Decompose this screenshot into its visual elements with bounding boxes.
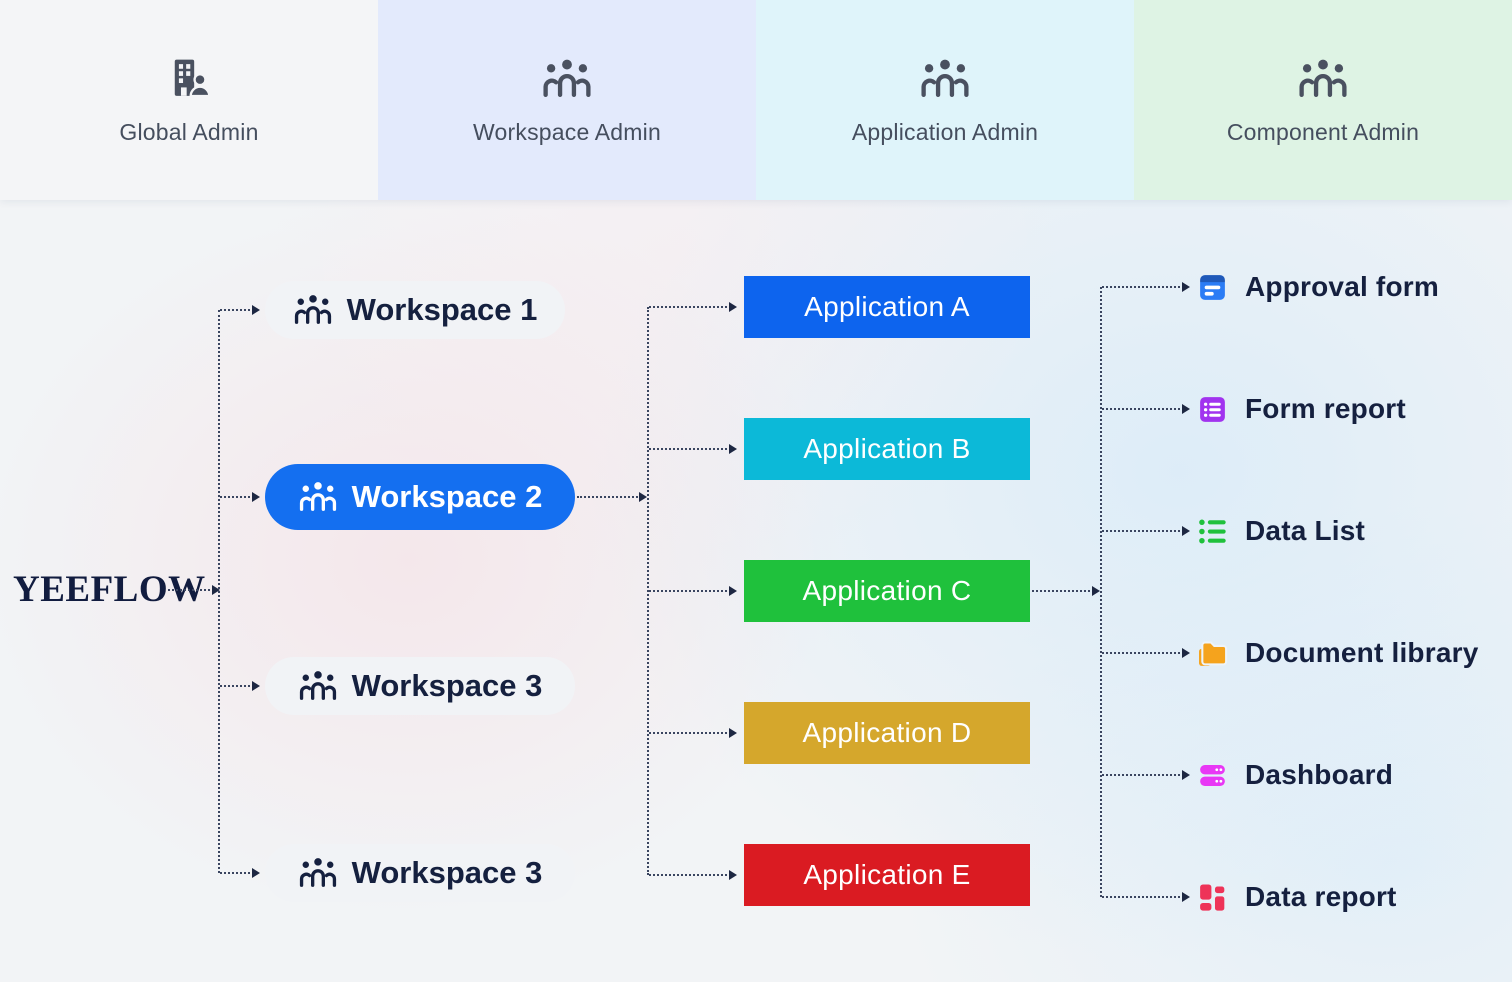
dashboard-icon xyxy=(1196,759,1229,792)
people-group-icon xyxy=(298,480,338,514)
component-row-form-report[interactable]: Form report xyxy=(1196,389,1406,429)
workspace-label: Workspace 1 xyxy=(346,292,538,327)
application-label: Application C xyxy=(802,575,972,606)
document-library-icon xyxy=(1196,637,1229,670)
connector-to-application-d xyxy=(649,728,737,738)
connector-to-application-a xyxy=(649,302,737,312)
connector-to-document-library xyxy=(1102,648,1190,658)
connector-workspaces-trunk xyxy=(218,310,220,873)
application-label: Application D xyxy=(802,717,972,748)
component-row-data-report[interactable]: Data report xyxy=(1196,877,1397,917)
role-card-component-admin[interactable]: Component Admin xyxy=(1134,0,1512,200)
form-report-icon xyxy=(1196,393,1229,426)
role-card-application-admin[interactable]: Application Admin xyxy=(756,0,1134,200)
component-row-data-list[interactable]: Data List xyxy=(1196,511,1365,551)
connector-to-workspace-3b xyxy=(220,868,260,878)
connector-to-data-report xyxy=(1102,892,1190,902)
role-card-workspace-admin[interactable]: Workspace Admin xyxy=(378,0,756,200)
component-label: Form report xyxy=(1245,393,1406,424)
connector-to-form-report xyxy=(1102,404,1190,414)
role-label: Application Admin xyxy=(851,118,1039,145)
connector-apps-trunk xyxy=(647,307,649,875)
connector-to-workspace-3 xyxy=(220,681,260,691)
connector-to-application-b xyxy=(649,444,737,454)
role-label: Workspace Admin xyxy=(473,118,661,145)
data-list-icon xyxy=(1196,515,1229,548)
role-card-global-admin[interactable]: Global Admin xyxy=(0,0,378,200)
role-label: Component Admin xyxy=(1226,118,1420,145)
component-row-document-library[interactable]: Document library xyxy=(1196,633,1478,673)
workspace-node-3[interactable]: Workspace 3 xyxy=(265,657,575,715)
connector-brand-to-workspaces xyxy=(168,585,220,595)
application-node-a[interactable]: Application A xyxy=(744,276,1030,338)
component-label: Data List xyxy=(1245,515,1366,546)
application-label: Application A xyxy=(804,291,970,322)
people-group-icon xyxy=(541,55,593,103)
application-node-c[interactable]: Application C xyxy=(744,560,1030,622)
workspace-label: Workspace 3 xyxy=(351,668,543,703)
component-label: Approval form xyxy=(1245,271,1439,302)
connector-to-workspace-2 xyxy=(220,492,260,502)
workspace-node-2-active[interactable]: Workspace 2 xyxy=(265,464,575,530)
people-group-icon xyxy=(298,856,338,890)
workspace-node-1[interactable]: Workspace 1 xyxy=(265,281,565,339)
connector-to-dashboard xyxy=(1102,770,1190,780)
building-user-icon xyxy=(163,55,215,103)
people-group-icon xyxy=(293,293,333,327)
application-node-d[interactable]: Application D xyxy=(744,702,1030,764)
component-label: Document library xyxy=(1245,637,1479,668)
connector-applicationc-to-components xyxy=(1032,586,1100,596)
application-node-b[interactable]: Application B xyxy=(744,418,1030,480)
connector-to-application-c xyxy=(649,586,737,596)
workspace-node-3b[interactable]: Workspace 3 xyxy=(265,844,575,902)
connector-to-approval-form xyxy=(1102,282,1190,292)
people-group-icon xyxy=(1297,55,1349,103)
approval-form-icon xyxy=(1196,271,1229,304)
people-group-icon xyxy=(298,669,338,703)
application-node-e[interactable]: Application E xyxy=(744,844,1030,906)
connector-to-data-list xyxy=(1102,526,1190,536)
application-label: Application E xyxy=(803,859,971,890)
component-row-approval-form[interactable]: Approval form xyxy=(1196,267,1439,307)
connector-to-application-e xyxy=(649,870,737,880)
admin-roles-header: Global Admin Workspace Admin xyxy=(0,0,1512,200)
component-row-dashboard[interactable]: Dashboard xyxy=(1196,755,1393,795)
role-label: Global Admin xyxy=(119,118,259,145)
workspace-label: Workspace 2 xyxy=(351,479,543,514)
component-label: Dashboard xyxy=(1245,759,1394,790)
connector-to-workspace-1 xyxy=(220,305,260,315)
connector-components-trunk xyxy=(1100,287,1102,897)
data-report-icon xyxy=(1196,881,1229,914)
connector-workspace2-to-apps xyxy=(577,492,647,502)
application-label: Application B xyxy=(803,433,971,464)
people-group-icon xyxy=(919,55,971,103)
component-label: Data report xyxy=(1245,881,1397,912)
workspace-label: Workspace 3 xyxy=(351,855,543,890)
